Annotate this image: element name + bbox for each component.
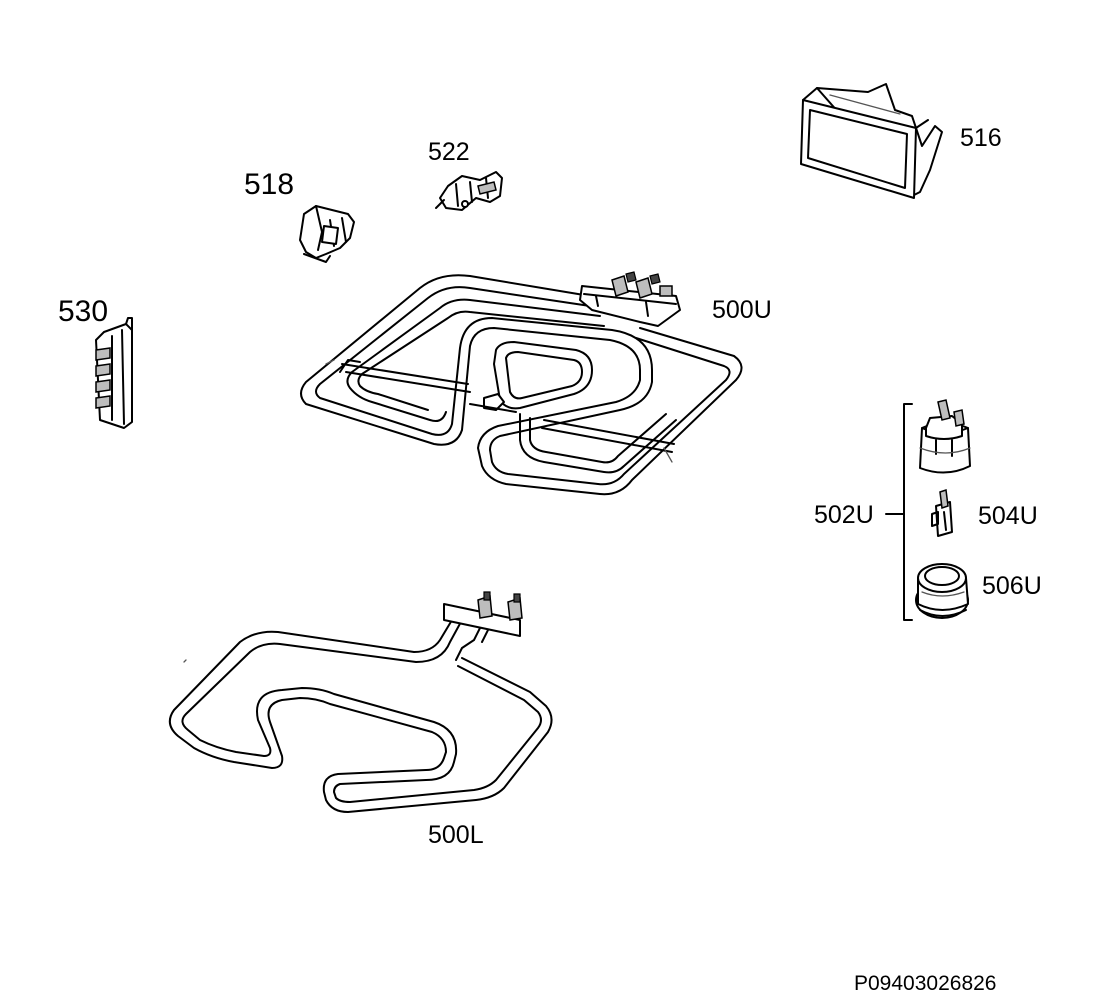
label-500L: 500L (428, 821, 484, 849)
part-518-drawing (299, 205, 355, 263)
label-530: 530 (58, 295, 109, 328)
part-502U-drawing (919, 399, 971, 474)
part-530-drawing (95, 317, 133, 429)
part-522-drawing (435, 171, 503, 211)
label-518: 518 (244, 168, 295, 201)
part-500U-drawing (300, 271, 743, 496)
label-504U: 504U (978, 502, 1038, 530)
label-516: 516 (960, 124, 1002, 152)
label-506U: 506U (982, 572, 1042, 600)
part-506U-drawing (915, 563, 969, 619)
label-522: 522 (428, 138, 470, 166)
label-502U: 502U (814, 501, 874, 529)
part-516-drawing (800, 83, 943, 199)
group-502U-bracket (885, 403, 913, 621)
part-500L-drawing (168, 591, 553, 813)
part-504U-drawing (931, 488, 953, 537)
label-500U: 500U (712, 296, 772, 324)
diagram-reference-code: P09403026826 (854, 972, 997, 995)
